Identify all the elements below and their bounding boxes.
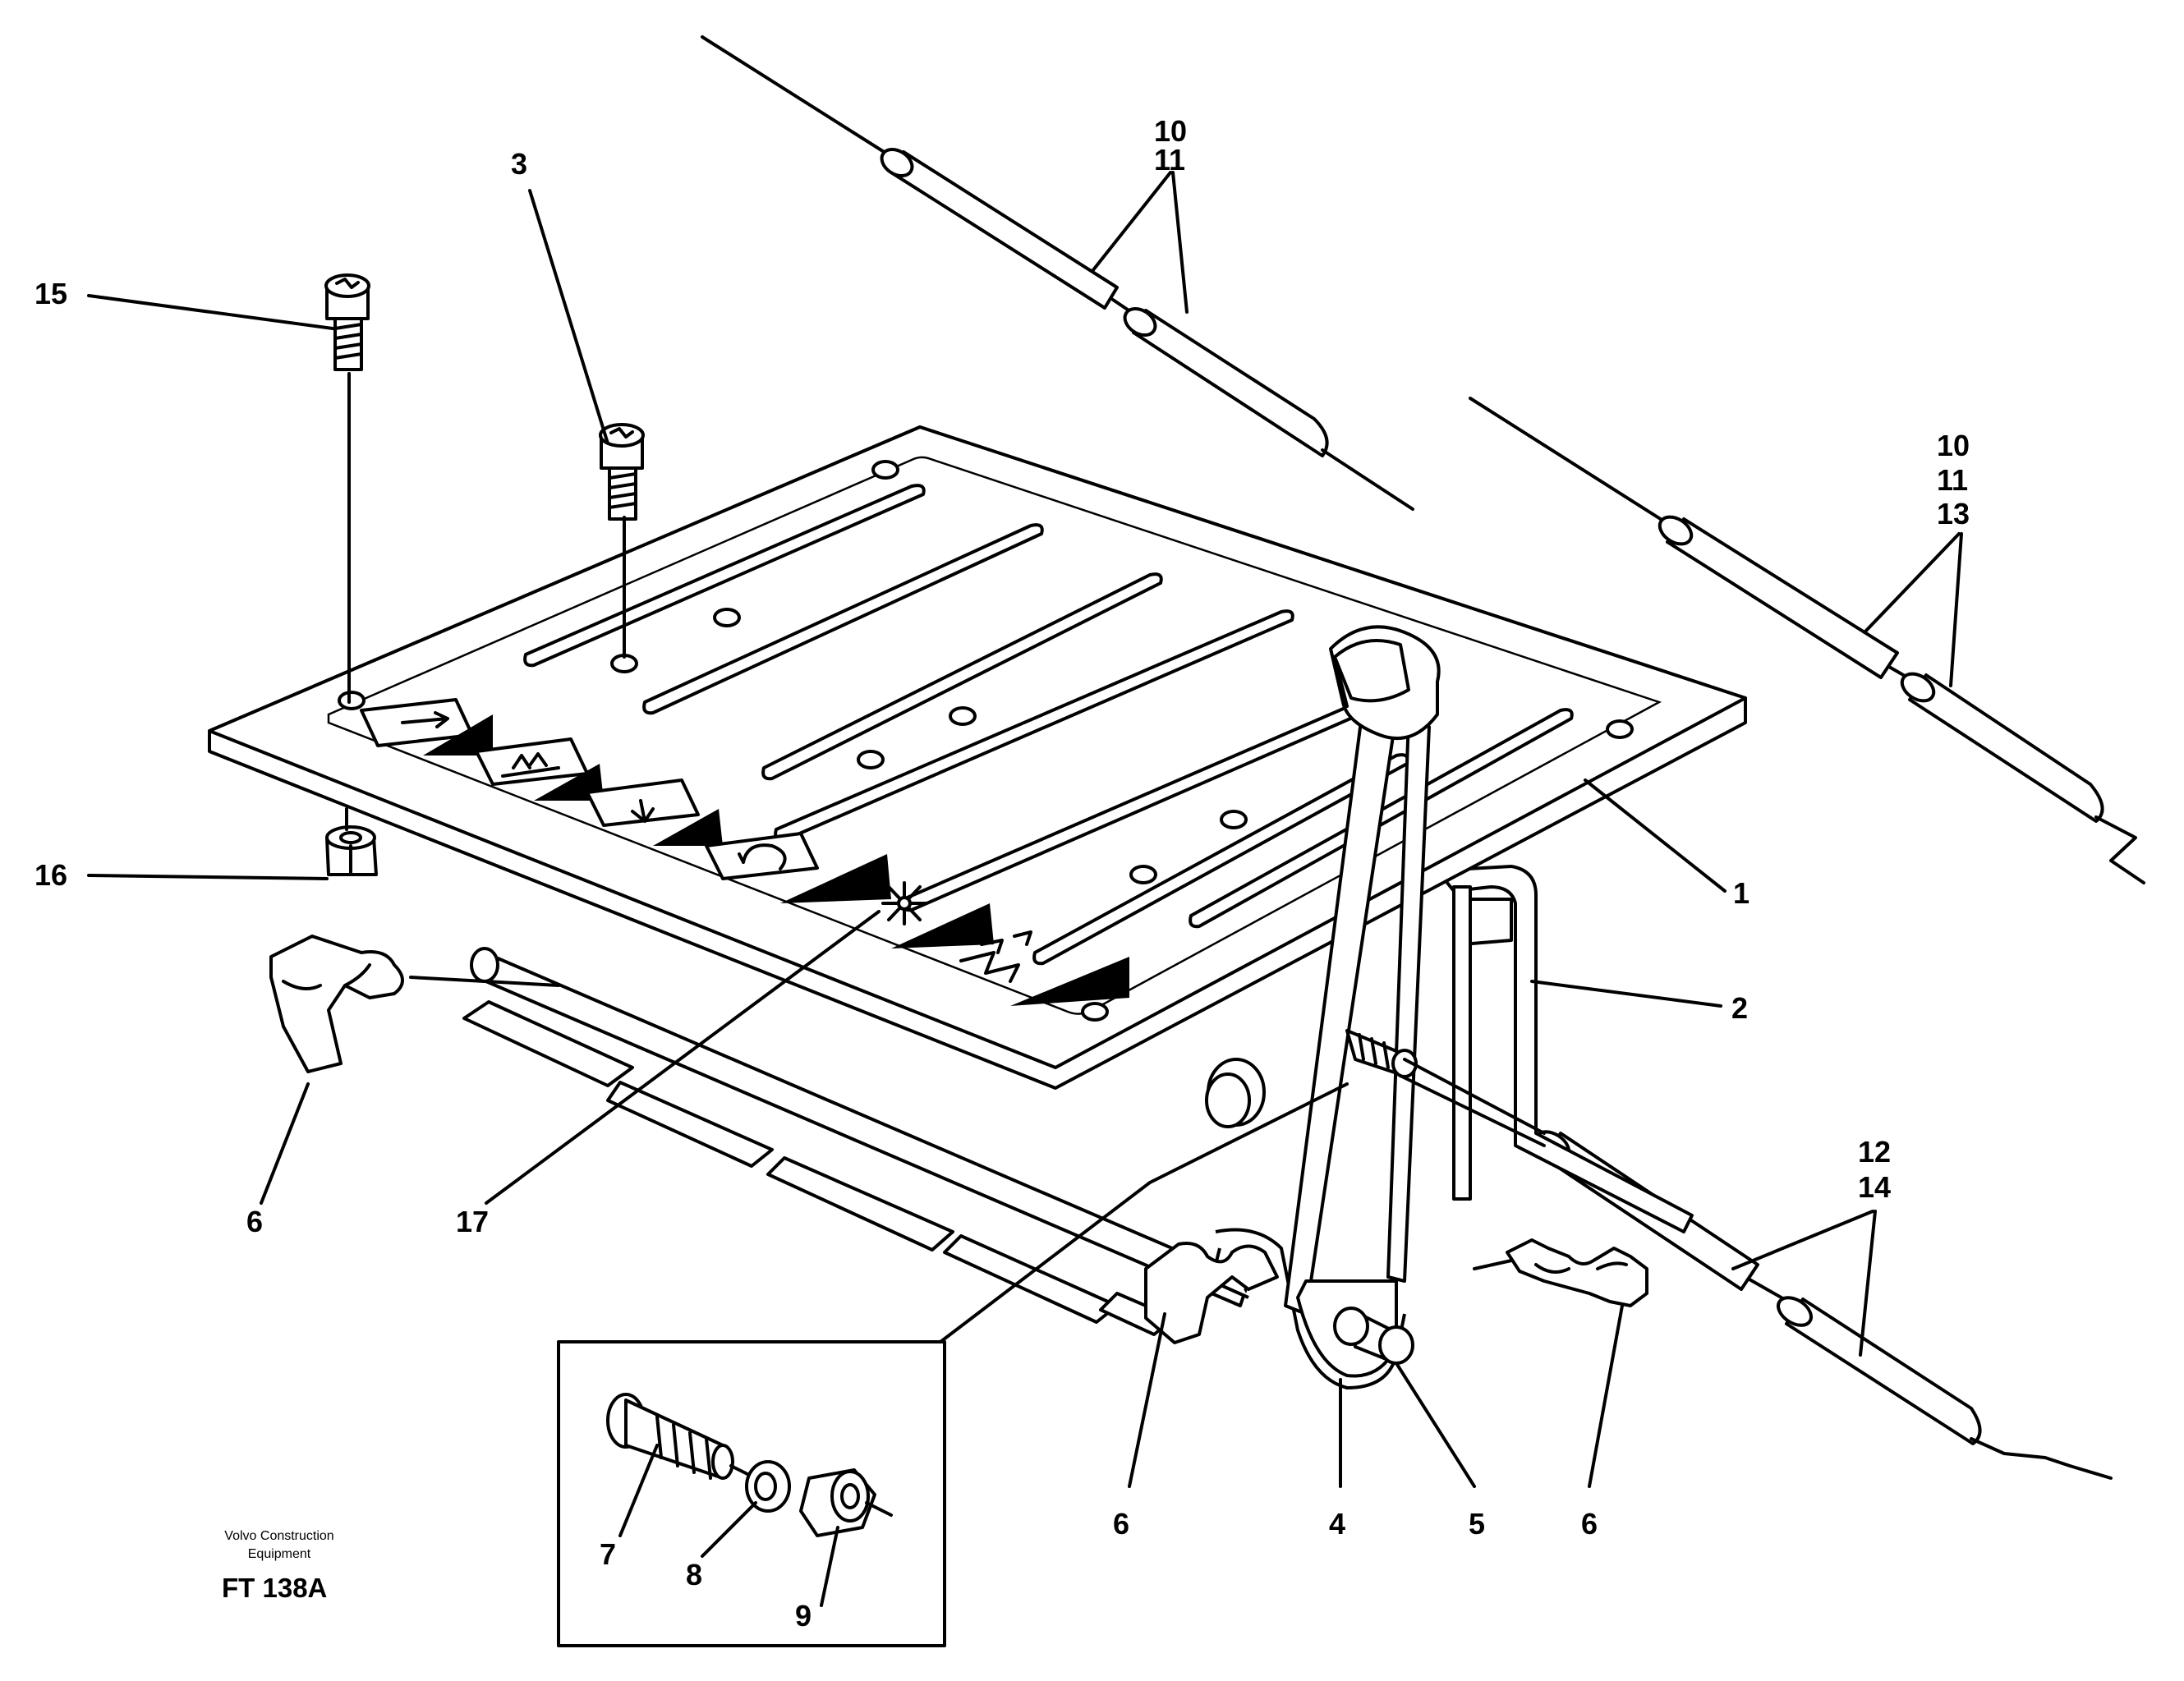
label-12: 12 [1858,1135,1891,1169]
label-9: 9 [795,1599,812,1633]
title-block: Volvo Construction Equipment FT 138A [222,1529,334,1603]
label-5: 5 [1469,1507,1485,1541]
label-1: 1 [1733,876,1749,910]
cable-clamp-right [1473,1238,1648,1307]
label-11a: 11 [1154,143,1185,177]
lever-bracket [1436,865,1694,1233]
credit-line-2: Equipment [248,1547,311,1561]
label-16: 16 [34,858,67,892]
detail-inset [557,1340,946,1647]
label-15: 15 [34,277,67,310]
panel-symbols [360,698,1129,1006]
cable-clamp-middle [1144,1242,1279,1344]
label-14: 14 [1858,1170,1891,1204]
label-10a: 10 [1154,114,1187,148]
snowflake-icon [881,881,927,925]
label-8: 8 [686,1558,702,1591]
detail-washer-8 [745,1460,791,1513]
leader-lines [87,171,1963,1607]
stop-bolt [1345,1029,1546,1147]
label-7: 7 [600,1537,616,1571]
credit-line-1: Volvo Construction [224,1529,333,1543]
plate-holes [338,460,1634,1022]
label-13: 13 [1937,497,1970,530]
part-number-labels: 1 2 3 4 5 6 6 6 7 8 9 10 11 10 11 13 12 … [34,114,1970,1633]
detail-bolt-7 [606,1393,734,1480]
grommet [1205,1058,1266,1128]
bolt-3 [599,423,645,521]
pin [1333,1307,1414,1365]
nut-16 [325,825,378,876]
drawing-code: FT 138A [222,1573,327,1603]
control-cable-top [701,35,1414,511]
bolt-15 [324,273,370,371]
detail-nut-9 [799,1468,876,1537]
plate-slots [523,484,1574,966]
label-10b: 10 [1937,429,1970,462]
label-6b: 6 [1113,1507,1129,1541]
label-17: 17 [456,1205,489,1238]
cable-clamp-left [269,935,404,1073]
label-11b: 11 [1937,463,1968,497]
label-6c: 6 [1581,1507,1598,1541]
label-4: 4 [1329,1507,1345,1541]
label-6a: 6 [246,1205,263,1238]
control-cable-right [1469,397,2145,884]
label-2: 2 [1731,991,1748,1025]
label-3: 3 [511,147,527,181]
